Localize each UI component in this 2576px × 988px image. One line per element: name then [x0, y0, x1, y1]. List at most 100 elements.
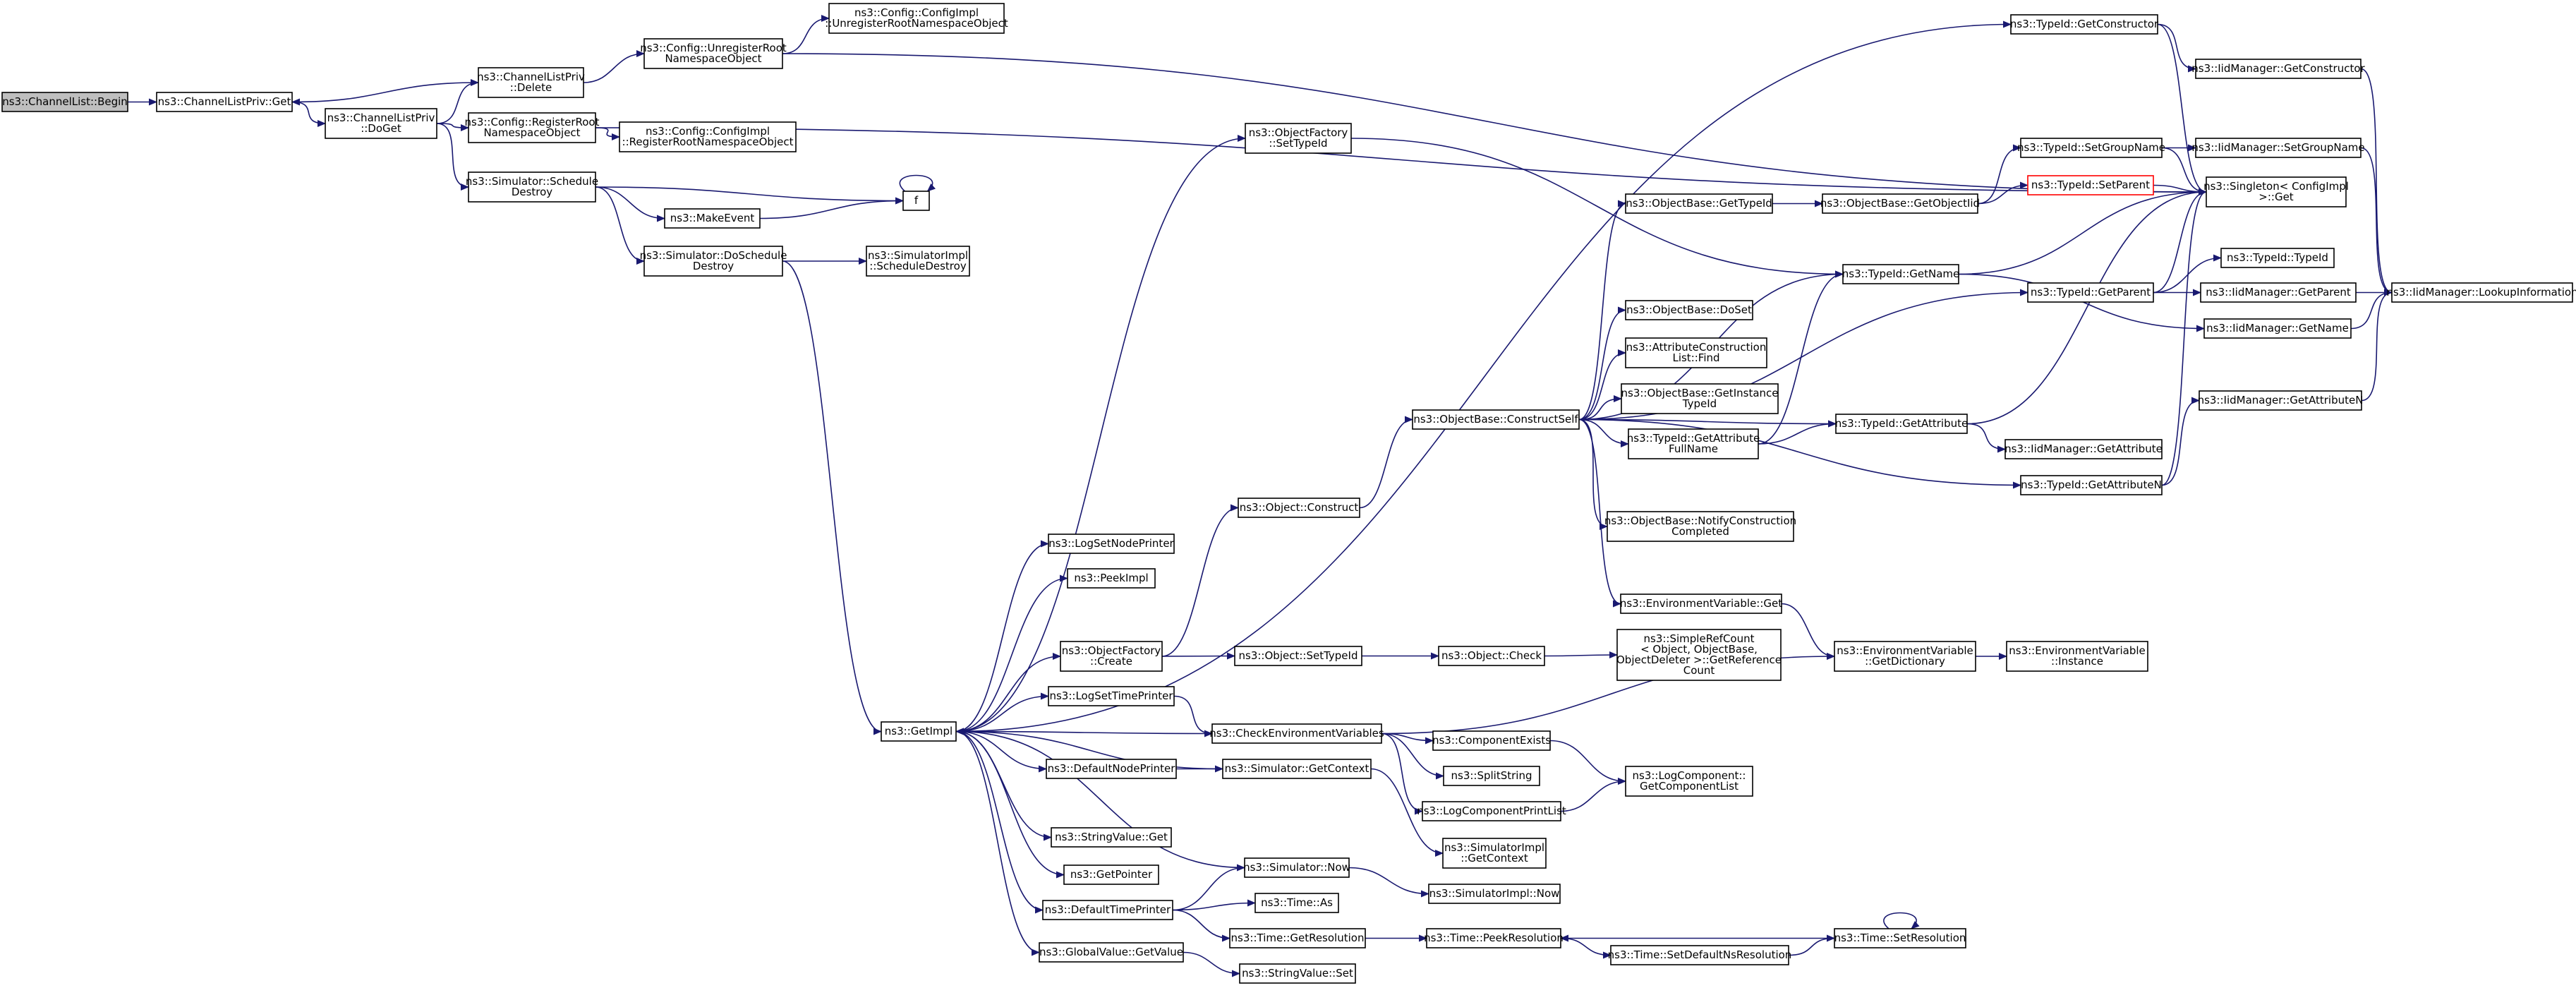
edge-def-time-printer-to-time-as [1172, 899, 1256, 911]
node-box [1211, 723, 1382, 744]
node-iid-get-attr-n[interactable]: ns3::IidManager::GetAttributeN [2198, 390, 2364, 411]
node-box [643, 246, 783, 277]
node-box [1620, 594, 1782, 614]
node-iid-set-group-name[interactable]: ns3::IidManager::SetGroupName [2191, 138, 2365, 158]
node-sim-impl-sched-destroy[interactable]: ns3::SimulatorImpl::ScheduleDestroy [866, 246, 970, 277]
node-reg[interactable]: ns3::Config::RegisterRootNamespaceObject [465, 112, 600, 143]
node-get-attr[interactable]: ns3::TypeId::GetAttribute [1835, 414, 1968, 434]
node-f[interactable]: f [902, 191, 930, 211]
edge-comp-exists-to-log-comp-list [1549, 740, 1626, 785]
node-log-set-time[interactable]: ns3::LogSetTimePrinter [1048, 686, 1175, 706]
node-get-pointer[interactable]: ns3::GetPointer [1063, 864, 1159, 885]
node-get-impl[interactable]: ns3::GetImpl [881, 721, 957, 742]
node-label: Count [1683, 664, 1715, 677]
node-comp-exists[interactable]: ns3::ComponentExists [1432, 730, 1551, 751]
node-time-get-res[interactable]: ns3::Time::GetResolution [1229, 928, 1366, 948]
edge-get-impl-to-gv-get-value [955, 730, 1040, 956]
node-make-event[interactable]: ns3::MakeEvent [664, 208, 761, 229]
node-set-group-name[interactable]: ns3::TypeId::SetGroupName [2017, 138, 2165, 158]
node-get-attr-n[interactable]: ns3::TypeId::GetAttributeN [2020, 475, 2163, 495]
node-set-parent[interactable]: ns3::TypeId::SetParent [2027, 175, 2154, 195]
node-time-as[interactable]: ns3::Time::As [1254, 893, 1339, 913]
node-sim-get-context[interactable]: ns3::Simulator::GetContext [1222, 759, 1372, 779]
node-notify[interactable]: ns3::ObjectBase::NotifyConstructionCompl… [1604, 511, 1796, 542]
node-iid-get-parent[interactable]: ns3::IidManager::GetParent [2200, 282, 2357, 303]
node-label: ::GetDictionary [1865, 655, 1945, 668]
node-begin[interactable]: ns3::ChannelList::Begin [1, 92, 128, 112]
node-box [468, 112, 596, 143]
node-ob-get-object-iid[interactable]: ns3::ObjectBase::GetObjectIid [1820, 193, 1980, 214]
edge-make-event-to-f [759, 197, 904, 219]
node-label: ns3::Time::As [1261, 896, 1333, 909]
node-log-comp-list[interactable]: ns3::LogComponent::GetComponentList [1625, 766, 1753, 797]
node-obj-set-type-id[interactable]: ns3::Object::SetTypeId [1234, 646, 1362, 666]
node-get-parent[interactable]: ns3::TypeId::GetParent [2027, 282, 2154, 303]
node-of-set-type-id[interactable]: ns3::ObjectFactory::SetTypeId [1245, 123, 1352, 154]
node-clpdelete[interactable]: ns3::ChannelListPriv::Delete [477, 67, 585, 98]
node-ref-count[interactable]: ns3::SimpleRefCount< Object, ObjectBase,… [1616, 629, 1782, 681]
node-check-env[interactable]: ns3::CheckEnvironmentVariables [1209, 723, 1384, 744]
node-gv-get-value[interactable]: ns3::GlobalValue::GetValue [1039, 942, 1184, 963]
node-label: ::UnregisterRootNamespaceObject [825, 17, 1008, 30]
node-env-instance[interactable]: ns3::EnvironmentVariable::Instance [2006, 641, 2148, 672]
edge-construct-to-get-attr-n [1578, 418, 2021, 489]
node-type-id-get-name[interactable]: ns3::TypeId::GetName [1842, 264, 1959, 284]
node-get-constructor[interactable]: ns3::TypeId::GetConstructor [2010, 14, 2159, 35]
edge-get-parent-to-type-id-ctor [2153, 254, 2222, 294]
node-label: ns3::LogComponentPrintList [1417, 805, 1566, 817]
node-label: ns3::TypeId::GetParent [2031, 286, 2151, 299]
edge-of-create-to-obj-construct [1161, 504, 1239, 657]
node-peek-res[interactable]: ns3::Time::PeekResolution [1424, 928, 1564, 948]
node-construct[interactable]: ns3::ObjectBase::ConstructSelf [1412, 409, 1580, 430]
node-peek-impl[interactable]: ns3::PeekImpl [1067, 568, 1156, 589]
node-def-time-printer[interactable]: ns3::DefaultTimePrinter [1042, 900, 1173, 920]
node-label: ns3::LogSetNodePrinter [1048, 537, 1174, 550]
node-label: ns3::IidManager::GetName [2206, 322, 2349, 335]
node-set-res[interactable]: ns3::Time::SetResolution [1834, 928, 1966, 948]
node-log-set-node[interactable]: ns3::LogSetNodePrinter [1048, 534, 1175, 554]
node-ob-do-set[interactable]: ns3::ObjectBase::DoSet [1625, 300, 1753, 320]
edge-get-impl-to-get-pointer [955, 730, 1065, 879]
node-label: GetComponentList [1640, 780, 1739, 793]
node-singleton[interactable]: ns3::Singleton< ConfigImpl >::Get [2203, 176, 2349, 207]
node-split-string[interactable]: ns3::SplitString [1443, 766, 1540, 786]
node-type-id-ctor[interactable]: ns3::TypeId::TypeId [2220, 248, 2335, 268]
node-string-get[interactable]: ns3::StringValue::Get [1051, 827, 1172, 848]
edge-get-impl-to-string-get [955, 730, 1052, 841]
node-sim-impl-now[interactable]: ns3::SimulatorImpl::Now [1428, 884, 1561, 904]
node-unreg[interactable]: ns3::Config::UnregisterRootNamespaceObje… [640, 38, 787, 69]
edge-get-attr-full-to-get-attr [1758, 420, 1837, 445]
node-sim-impl-get-context[interactable]: ns3::SimulatorImpl::GetContext [1442, 838, 1547, 869]
node-set-def-ns[interactable]: ns3::Time::SetDefaultNsResolution [1608, 945, 1792, 965]
node-obj-check[interactable]: ns3::Object::Check [1438, 646, 1545, 666]
node-of-create[interactable]: ns3::ObjectFactory::Create [1060, 641, 1163, 672]
node-string-set[interactable]: ns3::StringValue::Set [1239, 963, 1356, 984]
node-obj-construct[interactable]: ns3::Object::Construct [1238, 498, 1360, 518]
node-iid-get-name[interactable]: ns3::IidManager::GetName [2203, 318, 2352, 339]
edge-unreg-to-singleton [782, 53, 2207, 195]
node-ob-get-type-id[interactable]: ns3::ObjectBase::GetTypeId [1625, 193, 1773, 214]
edge-unreg-to-implunreg [782, 15, 830, 54]
node-box [1625, 300, 1753, 320]
node-sim-now[interactable]: ns3::Simulator::Now [1243, 857, 1350, 878]
node-label: ns3::Singleton< ConfigImpl [2203, 180, 2349, 193]
node-lookup[interactable]: ns3::IidManager::LookupInformation [2386, 282, 2576, 303]
node-iid-get-constructor[interactable]: ns3::IidManager::GetConstructor [2191, 59, 2366, 79]
node-def-node-printer[interactable]: ns3::DefaultNodePrinter [1046, 759, 1177, 779]
node-clpget[interactable]: ns3::ChannelListPriv::Get [156, 92, 293, 112]
edge-check-env-to-split-string [1381, 733, 1444, 780]
node-box [1046, 759, 1177, 779]
node-implunreg[interactable]: ns3::Config::ConfigImpl::UnregisterRootN… [825, 3, 1008, 34]
edge-construct-to-ac-find [1578, 349, 1626, 421]
node-clpdoget[interactable]: ns3::ChannelListPriv::DoGet [325, 108, 437, 139]
node-env-get[interactable]: ns3::EnvironmentVariable::Get [1620, 594, 1782, 614]
node-env-dict[interactable]: ns3::EnvironmentVariable::GetDictionary [1834, 641, 1976, 672]
node-log-comp-print[interactable]: ns3::LogComponentPrintList [1417, 801, 1566, 821]
node-sched-destroy[interactable]: ns3::Simulator::ScheduleDestroy [466, 171, 598, 203]
node-iid-get-attr[interactable]: ns3::IidManager::GetAttribute [2004, 439, 2163, 459]
node-implreg[interactable]: ns3::Config::ConfigImpl::RegisterRootNam… [619, 121, 797, 152]
